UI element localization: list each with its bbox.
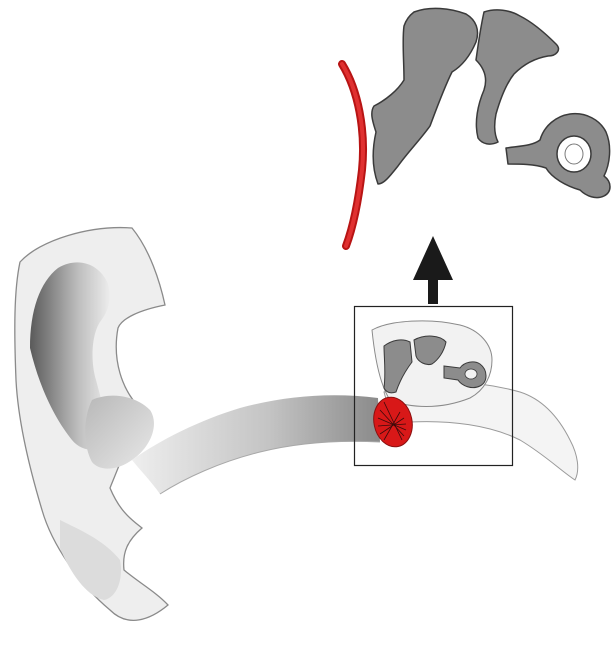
stapes-enlarged bbox=[506, 114, 610, 198]
incus-enlarged bbox=[476, 10, 558, 144]
malleus-enlarged bbox=[372, 8, 478, 184]
ossicles-enlarged bbox=[342, 8, 610, 246]
arrow-up-icon bbox=[413, 236, 453, 304]
ear-canal bbox=[132, 395, 380, 494]
middle-ear-small bbox=[372, 321, 578, 480]
outer-ear bbox=[15, 228, 380, 621]
